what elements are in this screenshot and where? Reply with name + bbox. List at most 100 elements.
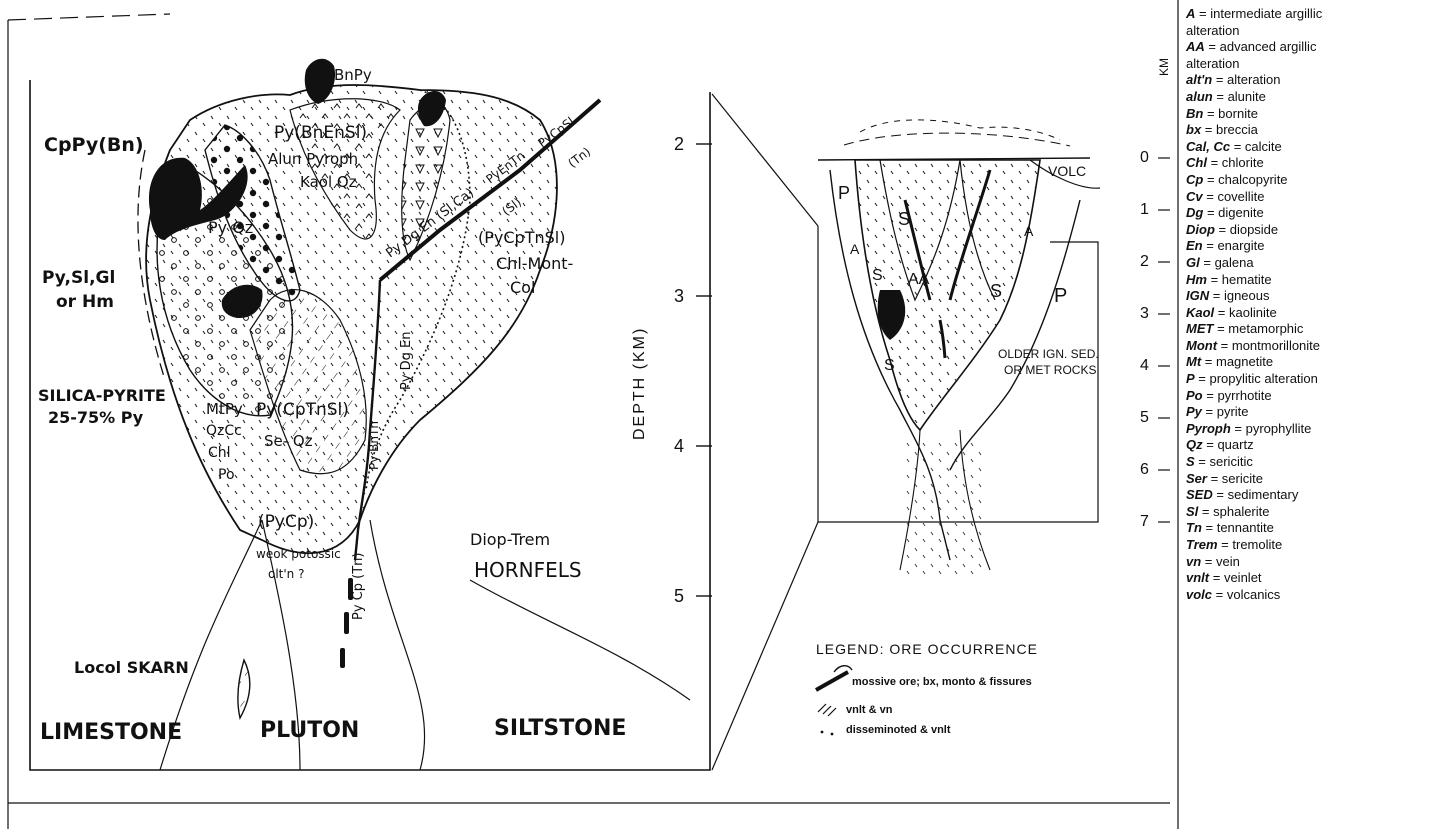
abbreviation-item: MET = metamorphic bbox=[1186, 321, 1428, 338]
abbreviation-item: Dg = digenite bbox=[1186, 205, 1428, 222]
km-tick-4: 4 bbox=[1140, 357, 1149, 375]
label-po: Po bbox=[218, 468, 235, 482]
legend-item-vein: vnlt & vn bbox=[846, 704, 892, 716]
abbreviation-equals: = bbox=[1203, 437, 1218, 452]
abbreviation-term: Trem bbox=[1186, 537, 1218, 552]
label-percent-py: 25-75% Py bbox=[48, 410, 143, 426]
label-kaol-qz: Kaol Qz bbox=[300, 175, 357, 190]
label-chl-mont: Chl-Mont- bbox=[496, 256, 573, 272]
abbreviation-item: Sl = sphalerite bbox=[1186, 504, 1428, 521]
abbreviation-item: Po = pyrrhotite bbox=[1186, 388, 1428, 405]
km-tick-7: 7 bbox=[1140, 513, 1149, 531]
abbreviation-definition: vein bbox=[1216, 554, 1240, 569]
abbreviation-item: bx = breccia bbox=[1186, 122, 1428, 139]
label-pycptnsl-paren: (PyCpTnSl) bbox=[478, 230, 565, 246]
label-or-hm: or Hm bbox=[56, 294, 114, 311]
label-volc: VOLC bbox=[1048, 164, 1086, 178]
abbreviation-definition-continued: alteration bbox=[1186, 23, 1428, 40]
abbreviation-definition: volcanics bbox=[1227, 587, 1280, 602]
abbreviation-item: volc = volcanics bbox=[1186, 587, 1428, 604]
label-cppy-bn: CpPy(Bn) bbox=[44, 136, 144, 155]
label-s-top: S bbox=[898, 210, 910, 228]
abbreviation-term: Py bbox=[1186, 404, 1202, 419]
abbreviation-equals: = bbox=[1212, 72, 1227, 87]
abbreviation-equals: = bbox=[1202, 520, 1217, 535]
abbreviation-term: SED bbox=[1186, 487, 1213, 502]
abbreviation-equals: = bbox=[1201, 122, 1216, 137]
label-s-right: S bbox=[990, 282, 1002, 300]
label-pycp-paren: (PyCp) bbox=[258, 514, 314, 531]
abbreviation-definition: veinlet bbox=[1224, 570, 1262, 585]
abbreviation-item: vnlt = veinlet bbox=[1186, 570, 1428, 587]
label-alt-n: olt'n ? bbox=[268, 568, 304, 580]
abbreviation-term: vn bbox=[1186, 554, 1201, 569]
abbreviation-item: S = sericitic bbox=[1186, 454, 1428, 471]
abbreviation-item: Cal, Cc = calcite bbox=[1186, 139, 1428, 156]
label-alun-pyroph: Alun Pyroph bbox=[268, 152, 358, 167]
label-s-left: S bbox=[872, 268, 883, 284]
abbreviation-definition: enargite bbox=[1217, 238, 1264, 253]
abbreviation-equals: = bbox=[1200, 255, 1215, 270]
label-qzcc: QzCc bbox=[206, 424, 242, 438]
label-pluton: PLUTON bbox=[260, 720, 359, 742]
abbreviation-term: Cal, Cc bbox=[1186, 139, 1230, 154]
abbreviation-term: alt'n bbox=[1186, 72, 1212, 87]
abbreviation-term: IGN bbox=[1186, 288, 1209, 303]
abbreviation-definition: sericitic bbox=[1210, 454, 1253, 469]
abbreviation-term: P bbox=[1186, 371, 1195, 386]
label-mtpy: MtPy bbox=[206, 402, 243, 417]
km-tick-3: 3 bbox=[1140, 305, 1149, 323]
abbreviation-term: Qz bbox=[1186, 437, 1203, 452]
km-tick-1: 1 bbox=[1140, 201, 1149, 219]
label-limestone: LIMESTONE bbox=[40, 722, 182, 744]
abbreviation-equals: = bbox=[1203, 388, 1218, 403]
abbreviation-term: Bn bbox=[1186, 106, 1203, 121]
abbreviation-equals: = bbox=[1218, 537, 1233, 552]
km-axis-label: KM bbox=[1158, 58, 1170, 76]
abbreviation-equals: = bbox=[1198, 504, 1213, 519]
abbreviation-term: Chl bbox=[1186, 155, 1207, 170]
abbreviation-definition: calcite bbox=[1245, 139, 1282, 154]
abbreviation-term: Tn bbox=[1186, 520, 1202, 535]
depth-tick-4: 4 bbox=[674, 436, 684, 457]
abbreviation-item: Pyroph = pyrophyllite bbox=[1186, 421, 1428, 438]
label-siltstone: SILTSTONE bbox=[494, 718, 626, 740]
abbreviation-term: Kaol bbox=[1186, 305, 1214, 320]
label-py-cp-tn: Py Cp (Tn) bbox=[352, 553, 365, 620]
abbreviation-definition: diopside bbox=[1230, 222, 1278, 237]
label-older-rocks-2: OR MET ROCKS bbox=[1004, 364, 1096, 376]
abbreviation-item: alun = alunite bbox=[1186, 89, 1428, 106]
abbreviation-list: A = intermediate argillicalterationAA = … bbox=[1186, 6, 1428, 603]
abbreviation-term: Mt bbox=[1186, 354, 1201, 369]
abbreviation-item: Tn = tennantite bbox=[1186, 520, 1428, 537]
abbreviation-equals: = bbox=[1215, 222, 1230, 237]
label-aa: AA bbox=[908, 272, 929, 288]
abbreviation-equals: = bbox=[1214, 305, 1229, 320]
abbreviation-item: alt'n = alteration bbox=[1186, 72, 1428, 89]
label-hornfels: HORNFELS bbox=[474, 560, 582, 580]
depth-axis-label: DEPTH (KM) bbox=[632, 327, 648, 440]
abbreviation-term: Po bbox=[1186, 388, 1203, 403]
abbreviation-equals: = bbox=[1207, 155, 1222, 170]
abbreviation-term: Ser bbox=[1186, 471, 1207, 486]
km-tick-6: 6 bbox=[1140, 461, 1149, 479]
abbreviation-item: En = enargite bbox=[1186, 238, 1428, 255]
abbreviation-term: Cp bbox=[1186, 172, 1203, 187]
abbreviation-equals: = bbox=[1203, 106, 1218, 121]
abbreviation-definition: bornite bbox=[1218, 106, 1258, 121]
abbreviation-term: alun bbox=[1186, 89, 1213, 104]
label-s-bottom: S bbox=[884, 358, 895, 374]
abbreviation-definition: galena bbox=[1215, 255, 1254, 270]
abbreviation-term: A bbox=[1186, 6, 1195, 21]
abbreviation-item: Ser = sericite bbox=[1186, 471, 1428, 488]
abbreviation-equals: = bbox=[1212, 587, 1227, 602]
label-silica-pyrite: SILICA-PYRITE bbox=[38, 388, 166, 404]
abbreviation-term: Diop bbox=[1186, 222, 1215, 237]
skarn-lens bbox=[238, 660, 250, 718]
abbreviation-definition: igneous bbox=[1224, 288, 1270, 303]
abbreviation-definition: quartz bbox=[1217, 437, 1253, 452]
legend-item-massive: mossive ore; bx, monto & fissures bbox=[852, 676, 1032, 688]
abbreviation-definition: kaolinite bbox=[1229, 305, 1277, 320]
abbreviation-definition: pyrophyllite bbox=[1246, 421, 1312, 436]
legend-symbol-disseminated bbox=[821, 731, 834, 736]
